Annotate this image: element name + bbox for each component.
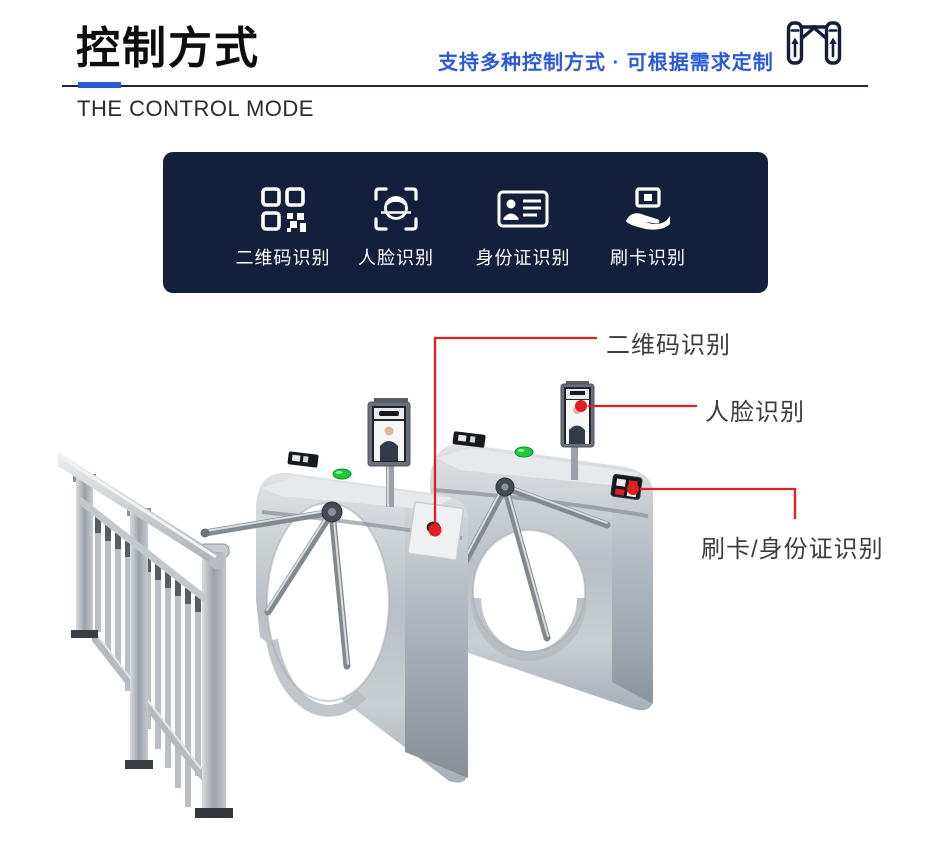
turnstile-gates-icon [786, 20, 842, 71]
banner-item-qr: 二维码识别 [218, 185, 348, 270]
header-divider [62, 85, 868, 87]
callout-label-qr: 二维码识别 [606, 332, 731, 359]
pass-indicator-light [332, 468, 352, 480]
page-subtitle: 支持多种控制方式 · 可根据需求定制 [438, 52, 774, 74]
banner-item-label: 身份证识别 [475, 248, 571, 268]
face-terminal-left [367, 398, 411, 507]
face-scan-icon [331, 185, 461, 233]
banner-item-label: 二维码识别 [235, 248, 331, 268]
header-divider-accent [78, 82, 121, 88]
banner-item-label: 人脸识别 [358, 248, 434, 268]
turnstile-left [200, 451, 468, 783]
callout-dots [428, 400, 639, 537]
turnstile-right [430, 431, 653, 711]
pass-indicator-light [514, 446, 534, 458]
callout-lines [433, 336, 797, 524]
top-reader-panel [452, 431, 486, 448]
fence-railing [58, 452, 233, 818]
callout-label-face: 人脸识别 [705, 399, 805, 426]
control-mode-banner: 二维码识别 人脸识别 [163, 152, 768, 293]
qr-code-icon [218, 185, 348, 233]
top-reader-panel [287, 451, 319, 468]
tripod-arms-left [200, 501, 351, 670]
tripod-arms-right [438, 477, 611, 642]
page-title: 控制方式 [76, 24, 260, 73]
callout-label-card: 刷卡/身份证识别 [701, 536, 884, 563]
page-subtitle-en: THE CONTROL MODE [77, 96, 314, 121]
banner-item-idcard: 身份证识别 [458, 185, 588, 270]
callout-line-card [640, 487, 797, 519]
banner-item-face: 人脸识别 [331, 185, 461, 270]
banner-item-label: 刷卡识别 [610, 248, 686, 268]
callout-line-qr [433, 336, 597, 524]
product-photo [58, 336, 797, 818]
id-card-icon [458, 185, 588, 233]
face-terminal-right [560, 381, 595, 480]
card-swipe-icon [583, 185, 713, 233]
banner-item-swipe: 刷卡识别 [583, 185, 713, 270]
